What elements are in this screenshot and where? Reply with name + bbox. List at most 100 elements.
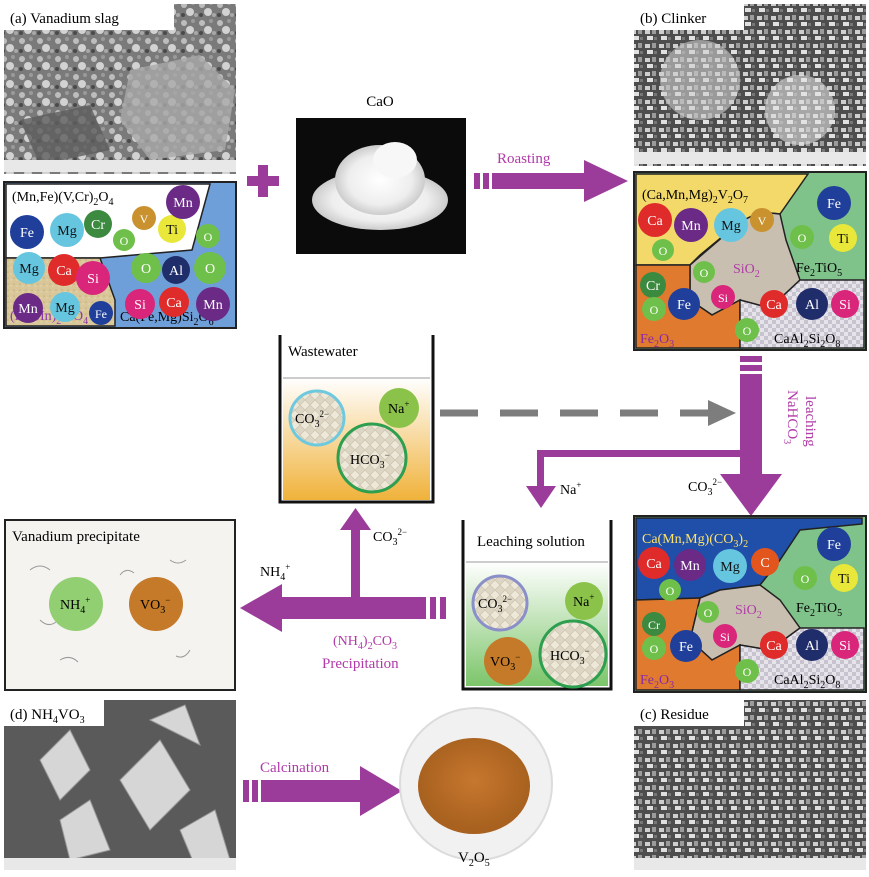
- element-circle-mn: [674, 549, 706, 581]
- vanadium-precipitate-box: Vanadium precipitate NH4+ VO3−: [4, 519, 236, 691]
- svg-text:Fe2O3: Fe2O3: [640, 673, 674, 691]
- carbonate-ion-circle: [288, 389, 346, 447]
- element-circle-ca: [159, 287, 189, 317]
- na-branch-arrow: Na+ CO32−: [526, 450, 741, 508]
- nh4vo3-label: (d) NH: [10, 707, 53, 723]
- wastewater-beaker: Wastewater CO32− Na+ HCO3−: [278, 335, 435, 504]
- element-symbol: O: [743, 324, 752, 338]
- element-symbol: O: [659, 244, 668, 258]
- element-circle-fe: [817, 527, 851, 561]
- element-circle-si: [125, 289, 155, 319]
- bicarbonate-ion-circle: [336, 422, 408, 494]
- sio2-label: SiO: [733, 262, 755, 277]
- element-symbol: Si: [134, 298, 146, 313]
- svg-text:CaAl2Si2O8: CaAl2Si2O8: [774, 673, 840, 691]
- bicarbonate-ion-circle-2: [538, 619, 608, 689]
- svg-text:Fe2O3: Fe2O3: [640, 332, 674, 350]
- element-symbol: O: [743, 665, 752, 679]
- calcination-arrow: Calcination: [243, 760, 402, 816]
- clinker-photo: (b) Clinker: [634, 4, 866, 166]
- svg-text:HCO3−: HCO3−: [550, 646, 590, 667]
- fe2tio5-label: Fe: [796, 261, 810, 276]
- element-circle-fe: [89, 301, 113, 325]
- element-circle-cr: [640, 272, 666, 298]
- roasting-label: Roasting: [497, 151, 551, 167]
- element-circle-o: [652, 239, 674, 261]
- element-symbol: Mn: [681, 219, 700, 234]
- element-circle-ti: [158, 215, 186, 243]
- slag-phase-box: (Mn,Fe)(V,Cr)2O4 (Fe,Mn)2SiO4 Ca(Fe,Mg)S…: [3, 181, 237, 329]
- element-circle-ca: [760, 290, 788, 318]
- vanadium-precipitate-title: Vanadium precipitate: [12, 529, 140, 545]
- element-circle-o: [790, 225, 814, 249]
- element-circle-o: [659, 579, 681, 601]
- element-symbol: Si: [839, 298, 851, 313]
- svg-text:NH4+: NH4+: [260, 562, 290, 583]
- element-circle-mn: [196, 287, 230, 321]
- svg-text:(Ca,Mn,Mg)2V2O7: (Ca,Mn,Mg)2V2O7: [642, 188, 748, 206]
- element-symbol: Al: [805, 298, 819, 313]
- recycle-dashed-arrow: [440, 400, 736, 426]
- precipitant-formula: (NH: [333, 634, 358, 649]
- element-symbol: Mg: [19, 262, 38, 277]
- element-circle-ca: [48, 254, 80, 286]
- leaching-solution-beaker: Leaching solution CO32− Na+ VO3− HCO3−: [461, 520, 613, 691]
- element-symbol: O: [801, 572, 810, 586]
- svg-text:Na+: Na+: [388, 399, 409, 417]
- svg-text:(NH4)2CO3: (NH4)2CO3: [333, 634, 397, 652]
- element-circle-al: [796, 288, 828, 320]
- svg-text:CO32−: CO32−: [373, 527, 407, 548]
- element-symbol: Ti: [838, 572, 850, 587]
- precipitation-arrow: NH4+ (NH4)2CO3 Precipitation: [240, 562, 446, 672]
- svg-text:(d) NH4VO3: (d) NH4VO3: [10, 707, 85, 726]
- svg-text:Na+: Na+: [573, 592, 594, 610]
- element-circle-mg: [13, 252, 45, 284]
- element-circle-o: [194, 252, 226, 284]
- vanadium-slag-photo: (a) Vanadium slag: [4, 4, 236, 174]
- element-symbol: O: [650, 303, 659, 317]
- element-circle-si: [711, 285, 735, 309]
- element-symbol: Si: [720, 630, 731, 644]
- svg-text:SiO2: SiO2: [735, 603, 762, 621]
- svg-text:CO32−: CO32−: [478, 594, 512, 615]
- clinker-label: (b) Clinker: [640, 11, 706, 27]
- element-circle-mg: [50, 213, 84, 247]
- svg-text:SiO2: SiO2: [733, 262, 760, 280]
- v2o5-photo: V2O5: [399, 707, 553, 869]
- element-circle-ti: [829, 224, 857, 252]
- element-circle-ca: [638, 547, 670, 579]
- svg-text:VO3−: VO3−: [140, 595, 170, 616]
- element-symbol: O: [650, 642, 659, 656]
- element-circle-o: [113, 229, 135, 251]
- element-circle-si: [831, 290, 859, 318]
- residue-label: (c) Residue: [640, 707, 709, 723]
- element-symbol: Ti: [837, 232, 849, 247]
- na-label: Na: [560, 483, 577, 498]
- residue-fe2o3-label: Fe: [640, 673, 654, 688]
- svg-text:Fe2TiO5: Fe2TiO5: [796, 601, 842, 619]
- element-circle-o: [642, 297, 666, 321]
- fe2o3-label: Fe: [640, 332, 654, 347]
- element-circle-mg: [714, 208, 748, 242]
- element-circle-mn: [166, 185, 200, 219]
- v2o5-label: V: [458, 850, 469, 866]
- element-circle-al: [162, 256, 190, 284]
- cao-label: CaO: [366, 94, 394, 110]
- svg-text:(Mn,Fe)(V,Cr)2O4: (Mn,Fe)(V,Cr)2O4: [12, 190, 114, 208]
- element-symbol: Fe: [679, 640, 693, 655]
- svg-text:CO32−: CO32−: [688, 477, 722, 498]
- element-symbol: Mn: [173, 196, 192, 211]
- residue-photo: (c) Residue: [634, 700, 866, 870]
- element-symbol: O: [798, 231, 807, 245]
- element-symbol: Fe: [95, 307, 107, 321]
- wastewater-title: Wastewater: [288, 344, 358, 360]
- element-symbol: V: [758, 214, 767, 228]
- element-symbol: Fe: [677, 298, 691, 313]
- element-circle-o: [793, 566, 817, 590]
- plus-icon: [247, 165, 279, 197]
- element-symbol: Ti: [166, 223, 178, 238]
- pyrovanadate-formula: (Ca,Mn,Mg): [642, 188, 713, 203]
- element-circle-fe: [670, 630, 702, 662]
- element-symbol: Cr: [646, 279, 660, 294]
